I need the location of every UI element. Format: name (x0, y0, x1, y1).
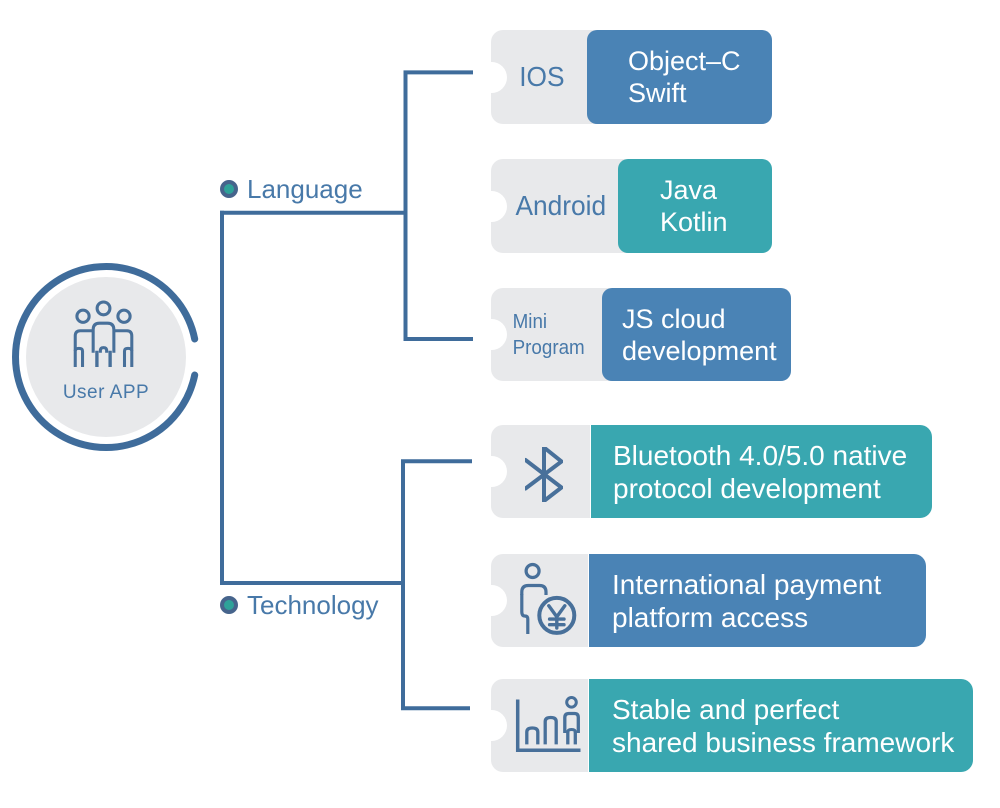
card-android-tab-label: Android (515, 190, 607, 221)
user-app-node: User APP (26, 277, 186, 437)
card-android-tab: Android (491, 159, 636, 253)
card-bluetooth-body: Bluetooth 4.0/5.0 native protocol develo… (591, 425, 932, 518)
card-payment-text: International payment platform access (612, 568, 882, 633)
card-ios-tab: IOS (491, 30, 605, 124)
card-bluetooth-notch (475, 456, 507, 487)
language-label: Language (247, 174, 363, 204)
technology-dot-icon (220, 596, 238, 614)
card-ios-notch (475, 61, 507, 93)
card-payment: International payment platform access (475, 554, 926, 647)
card-android-text: Java Kotlin (660, 175, 728, 237)
card-mini-program-body: JS cloud development (602, 288, 791, 381)
payment-person-icon (520, 562, 577, 635)
technology-bracket (401, 459, 472, 711)
card-mini-program-tab-label: Mini Program (512, 310, 585, 359)
card-bluetooth-text: Bluetooth 4.0/5.0 native protocol develo… (613, 439, 908, 504)
card-framework-tab (491, 679, 588, 772)
card-payment-notch (475, 585, 507, 616)
card-payment-tab (491, 554, 588, 647)
card-mini-program-notch (475, 319, 507, 350)
card-bluetooth: Bluetooth 4.0/5.0 native protocol develo… (475, 425, 932, 518)
language-dot-icon (220, 180, 238, 198)
technology-label: Technology (247, 590, 379, 620)
bluetooth-icon (525, 447, 563, 502)
card-mini-program: Mini Program JS cloud development (475, 288, 791, 381)
card-framework: Stable and perfect shared business frame… (475, 679, 973, 772)
card-ios-text: Object–C Swift (628, 46, 741, 108)
hub-label: User APP (62, 382, 150, 403)
card-ios-tab-label: IOS (519, 61, 565, 92)
card-ios-body: Object–C Swift (587, 30, 772, 124)
branch-label-language: Language (220, 175, 363, 203)
branch-label-technology: Technology (220, 591, 379, 619)
card-framework-notch (475, 710, 507, 741)
card-android-body: Java Kotlin (618, 159, 772, 253)
people-group-icon (73, 300, 134, 368)
card-android-notch (475, 190, 507, 222)
card-mini-program-tab: Mini Program (491, 288, 620, 381)
hub-ring-arc (12, 263, 199, 451)
card-mini-program-text: JS cloud development (622, 303, 777, 366)
card-framework-text: Stable and perfect shared business frame… (612, 693, 955, 758)
language-bracket (403, 70, 473, 341)
card-bluetooth-tab (491, 425, 590, 518)
card-ios: IOS Object–C Swift (475, 30, 772, 124)
card-framework-body: Stable and perfect shared business frame… (589, 679, 973, 772)
card-payment-body: International payment platform access (589, 554, 926, 647)
card-android: Android Java Kotlin (475, 159, 772, 253)
bar-chart-person-icon (515, 696, 581, 753)
